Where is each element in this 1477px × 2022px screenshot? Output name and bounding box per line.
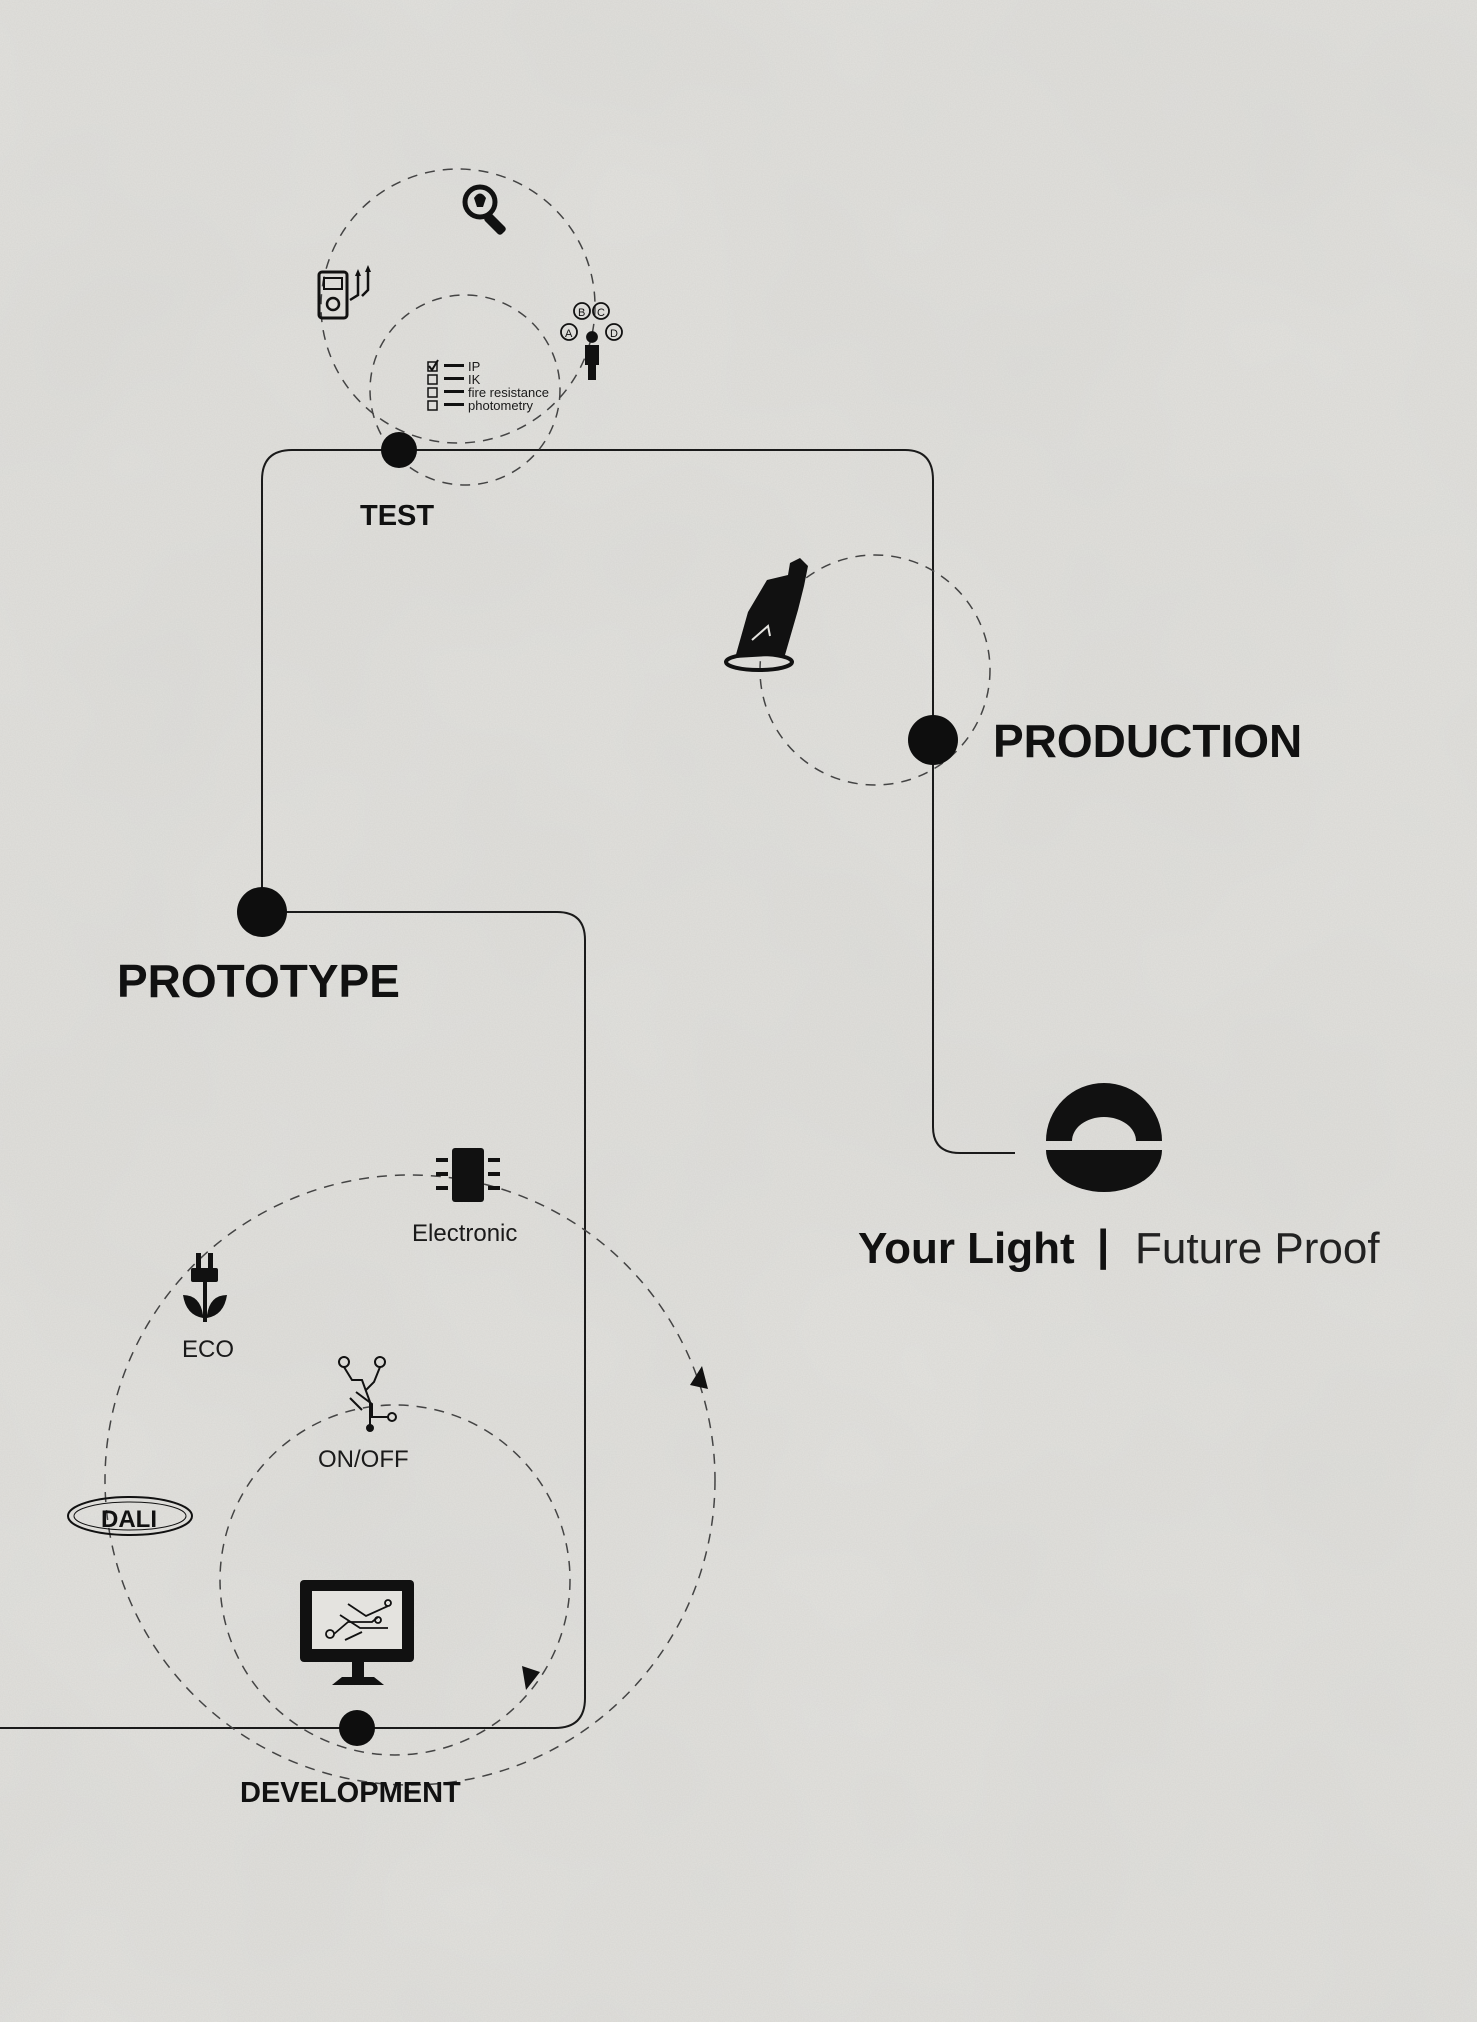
monitor-circuit-icon bbox=[300, 1580, 414, 1685]
onoff-label: ON/OFF bbox=[318, 1446, 409, 1473]
brand-logo bbox=[1046, 1083, 1162, 1192]
test-node bbox=[381, 432, 417, 468]
svg-text:A: A bbox=[565, 328, 573, 340]
cycle-arrow-up bbox=[690, 1366, 708, 1389]
process-path bbox=[0, 449, 1015, 1729]
test-dashed-circles bbox=[320, 168, 596, 486]
dali-icon: DALI bbox=[67, 1496, 193, 1536]
abcd-person-icon: B C A D bbox=[560, 302, 623, 380]
tagline-strong: Your Light bbox=[858, 1224, 1075, 1273]
production-node bbox=[908, 715, 958, 765]
magnifier-lamp-icon bbox=[462, 184, 506, 235]
dali-label: DALI bbox=[101, 1506, 157, 1533]
cycle-arrow-down bbox=[522, 1666, 540, 1690]
development-label: DEVELOPMENT bbox=[240, 1777, 461, 1809]
prototype-node bbox=[237, 887, 287, 937]
multimeter-icon bbox=[317, 265, 371, 320]
development-node bbox=[339, 1710, 375, 1746]
checklist-item: IK bbox=[468, 372, 481, 387]
eco-plug-icon bbox=[183, 1253, 227, 1322]
chip-icon bbox=[436, 1148, 500, 1202]
checklist-icon: IP IK fire resistance photometry bbox=[427, 359, 549, 413]
development-dashed-circles bbox=[104, 1174, 716, 1786]
checklist-item: photometry bbox=[468, 398, 534, 413]
eco-label: ECO bbox=[182, 1336, 234, 1363]
downlight-icon bbox=[724, 558, 808, 672]
checklist-item: fire resistance bbox=[468, 385, 549, 400]
production-label: PRODUCTION bbox=[993, 715, 1302, 767]
tagline-separator: | bbox=[1097, 1221, 1109, 1271]
svg-text:D: D bbox=[610, 328, 618, 340]
checklist-item: IP bbox=[468, 359, 480, 374]
svg-text:C: C bbox=[597, 307, 605, 319]
electronic-label: Electronic bbox=[412, 1220, 517, 1247]
tagline-light: Future Proof bbox=[1135, 1224, 1380, 1273]
prototype-label: PROTOTYPE bbox=[117, 955, 400, 1007]
svg-text:B: B bbox=[578, 307, 585, 319]
circuit-icon bbox=[338, 1356, 397, 1432]
test-label: TEST bbox=[360, 500, 434, 532]
